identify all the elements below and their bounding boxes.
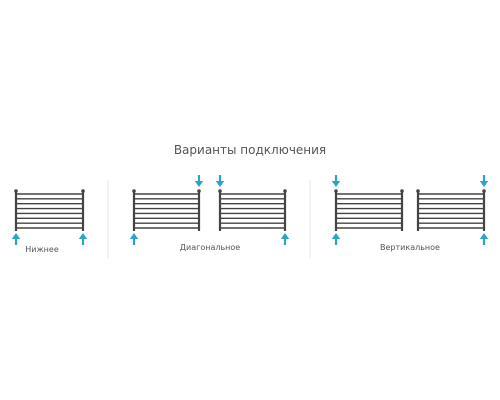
outlet-arrow-icon-shaft <box>334 239 338 245</box>
outlet-arrow-icon-shaft <box>132 239 136 245</box>
inlet-arrow-icon-shaft <box>218 175 222 181</box>
left-post-cap <box>218 189 222 193</box>
outlet-arrow-icon-head <box>479 233 489 239</box>
inlet-arrow-icon-shaft <box>197 175 201 181</box>
inlet-arrow-icon-shaft <box>14 239 18 245</box>
radiator-vertical-connection-right <box>416 175 489 245</box>
right-post-cap <box>81 189 85 193</box>
right-post-cap <box>482 189 486 193</box>
right-post-cap <box>197 189 201 193</box>
outlet-arrow-icon-head <box>280 233 290 239</box>
outlet-arrow-icon-shaft <box>482 239 486 245</box>
inlet-arrow-icon-shaft <box>334 175 338 181</box>
left-post-cap <box>334 189 338 193</box>
outlet-arrow-icon-head <box>78 233 88 239</box>
radiator-bottom-connection <box>11 189 88 245</box>
inlet-arrow-icon-head <box>479 181 489 187</box>
inlet-arrow-icon-head <box>11 233 21 239</box>
outlet-arrow-icon-shaft <box>283 239 287 245</box>
diagram-title: Варианты подключения <box>173 143 327 157</box>
left-post-cap <box>416 189 420 193</box>
left-post-cap <box>132 189 136 193</box>
radiator-diagonal-connection-a <box>129 175 204 245</box>
right-post-cap <box>283 189 287 193</box>
radiator-diagonal-connection-b <box>215 175 290 245</box>
outlet-arrow-icon-shaft <box>81 239 85 245</box>
right-post-cap <box>400 189 404 193</box>
group-label-diagonal: Диагональное <box>180 243 241 252</box>
outlet-arrow-icon-head <box>129 233 139 239</box>
radiator-vertical-connection-left <box>331 175 404 245</box>
left-post-cap <box>14 189 18 193</box>
inlet-arrow-icon-head <box>331 181 341 187</box>
group-label-bottom: Нижнее <box>25 245 59 254</box>
outlet-arrow-icon-head <box>331 233 341 239</box>
inlet-arrow-icon-head <box>194 181 204 187</box>
group-label-vertical: Вертикальное <box>380 243 440 252</box>
inlet-arrow-icon-head <box>215 181 225 187</box>
inlet-arrow-icon-shaft <box>482 175 486 181</box>
